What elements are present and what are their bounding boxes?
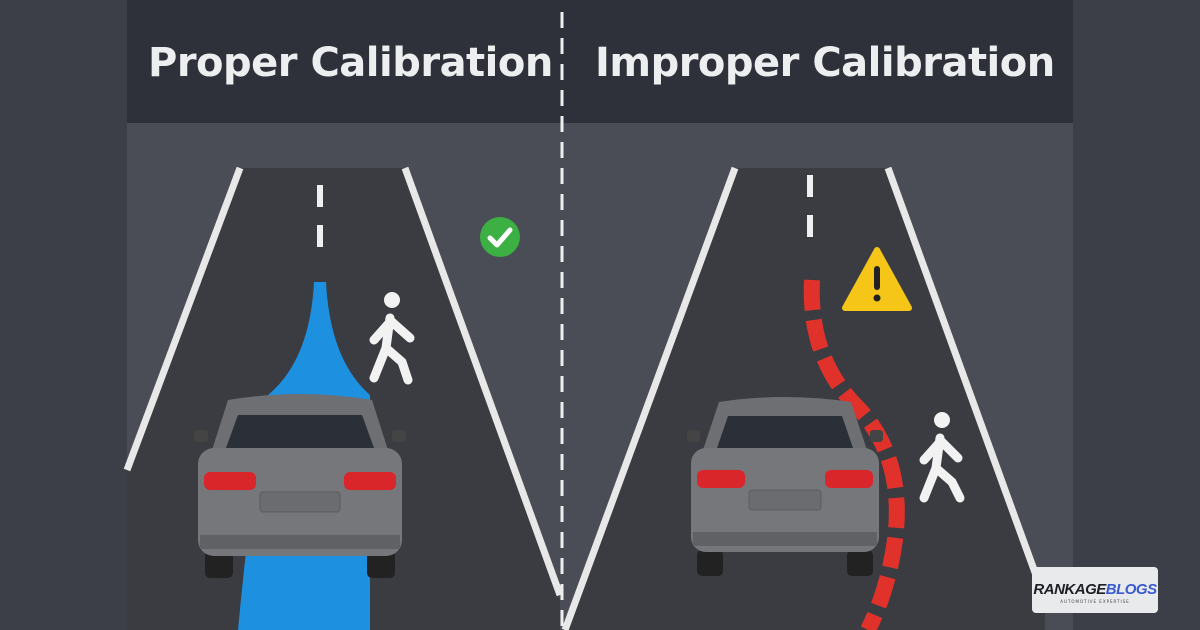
pedestrian-icon bbox=[919, 412, 965, 503]
red-drift-path bbox=[803, 279, 905, 630]
pedestrian-icon bbox=[369, 292, 415, 385]
car-left bbox=[194, 394, 406, 578]
logo-tagline: AUTOMOTIVE EXPERTISE bbox=[1060, 599, 1130, 604]
header-band bbox=[127, 0, 1073, 123]
panel-title-proper: Proper Calibration bbox=[148, 40, 553, 86]
logo-name-part1: RANKAGE bbox=[1033, 581, 1106, 598]
warning-triangle-icon bbox=[842, 247, 912, 311]
check-circle-icon bbox=[480, 217, 520, 257]
logo: RANKAGEBLOGS AUTOMOTIVE EXPERTISE bbox=[1032, 567, 1158, 613]
car-right bbox=[687, 397, 883, 576]
panel-title-improper: Improper Calibration bbox=[595, 40, 1055, 86]
logo-name-part2: BLOGS bbox=[1105, 581, 1157, 598]
